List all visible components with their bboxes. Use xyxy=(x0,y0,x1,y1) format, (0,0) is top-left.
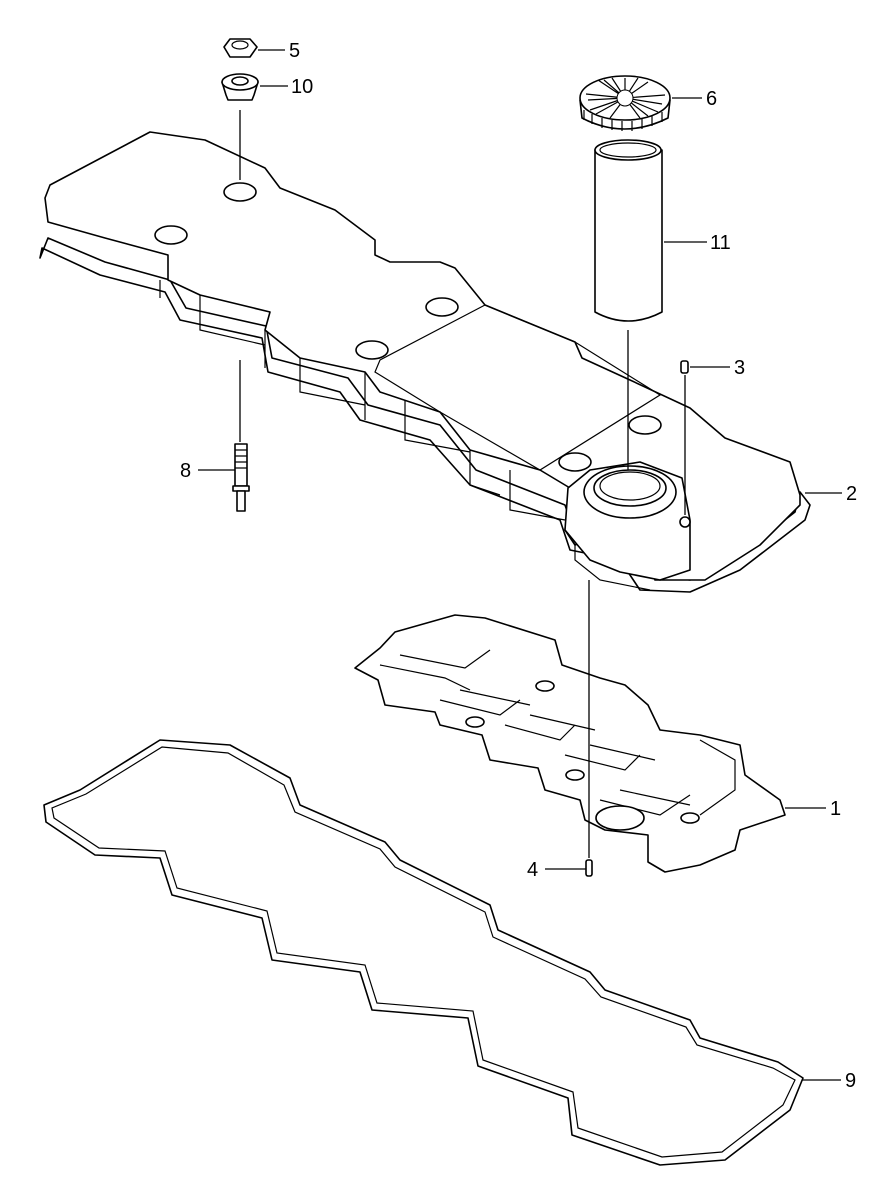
callout-label-10: 10 xyxy=(291,76,313,98)
part-6-filler-cap xyxy=(579,75,671,131)
part-8-stud xyxy=(232,443,250,512)
callout-label-3: 3 xyxy=(734,357,745,379)
assembly-axis-lines xyxy=(239,110,686,858)
part-4-pin xyxy=(585,859,593,877)
callout-leaders xyxy=(198,49,842,1081)
part-11-filler-tube xyxy=(594,139,663,322)
callout-labels: 5 10 6 11 3 2 8 1 4 9 xyxy=(180,40,857,1092)
part-5-nut xyxy=(223,38,258,58)
part-10-grommet xyxy=(221,73,259,101)
part-9-gasket xyxy=(43,739,804,1166)
callout-label-2: 2 xyxy=(846,483,857,505)
callout-label-8: 8 xyxy=(180,460,191,482)
part-3-pin xyxy=(680,360,689,374)
part-1-baffle-plate xyxy=(354,614,786,873)
callout-label-1: 1 xyxy=(830,798,841,820)
part-2-valve-cover xyxy=(39,131,811,593)
callout-label-6: 6 xyxy=(706,88,717,110)
callout-label-11: 11 xyxy=(710,232,731,254)
callout-label-4: 4 xyxy=(527,859,538,881)
callout-label-5: 5 xyxy=(289,40,300,62)
callout-label-9: 9 xyxy=(845,1070,856,1092)
